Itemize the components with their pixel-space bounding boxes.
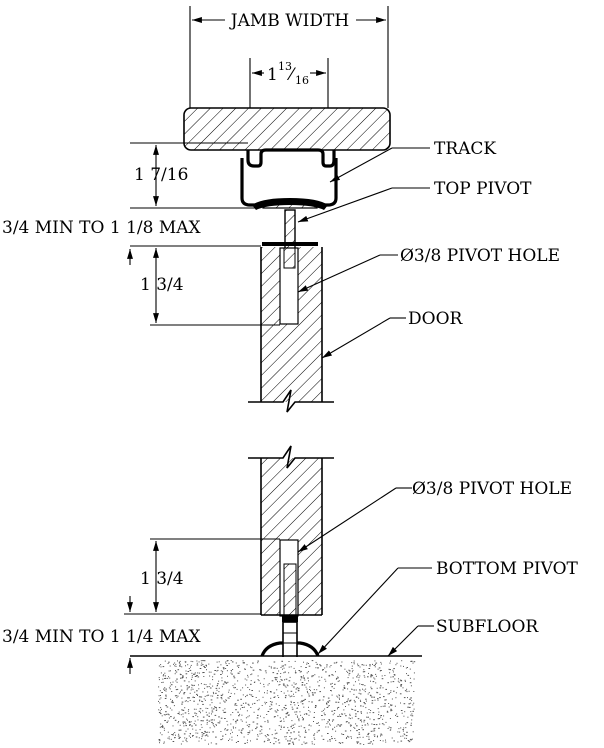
jamb-width-label: JAMB WIDTH	[229, 11, 349, 31]
track-width-frac-num: 13	[278, 60, 292, 73]
bottom-hole-depth-dimension: 1 3/4	[124, 538, 280, 615]
top-pivot-callout: TOP PIVOT	[297, 179, 532, 223]
door-top-section	[248, 247, 334, 413]
top-hole-depth-label: 1 3/4	[140, 275, 184, 295]
track-width-frac-slash: ⁄	[286, 65, 296, 85]
bottom-pivot	[260, 616, 320, 663]
track-callout: TRACK	[329, 139, 496, 183]
top-gap-dimension: 3/4 MIN TO 1 1/8 MAX	[2, 218, 261, 265]
top-pivot	[252, 198, 328, 269]
track-label: TRACK	[434, 139, 496, 159]
bottom-pivot-label: BOTTOM PIVOT	[436, 559, 579, 579]
bottom-gap-label: 3/4 MIN TO 1 1/4 MAX	[2, 627, 202, 647]
top-pivot-label: TOP PIVOT	[434, 179, 532, 199]
bottom-gap-dimension: 3/4 MIN TO 1 1/4 MAX	[2, 596, 202, 674]
door-label: DOOR	[408, 309, 464, 329]
top-hole-callout: Ø3/8 PIVOT HOLE	[297, 246, 560, 293]
bottom-hole-depth-label: 1 3/4	[140, 569, 184, 589]
subfloor-label: SUBFLOOR	[436, 617, 539, 637]
subfloor-callout: SUBFLOOR	[387, 617, 539, 657]
subfloor	[130, 655, 422, 745]
bottom-hole-callout: Ø3/8 PIVOT HOLE	[297, 479, 572, 553]
jamb	[183, 107, 391, 151]
track-width-dimension: 1 13 ⁄ 16	[249, 58, 329, 108]
top-hole-depth-dimension: 1 3/4	[140, 247, 280, 326]
bottom-pivot-callout: BOTTOM PIVOT	[317, 559, 579, 655]
jamb-width-dimension: JAMB WIDTH	[189, 6, 389, 108]
door-bottom-section	[248, 445, 334, 617]
track-height-dimension: 1 7/16	[130, 142, 256, 209]
track-width-frac-den: 16	[295, 74, 309, 87]
door-callout: DOOR	[321, 309, 464, 359]
track-height-label: 1 7/16	[134, 165, 188, 185]
track-width-whole: 1	[267, 65, 278, 85]
top-hole-label: Ø3/8 PIVOT HOLE	[400, 246, 560, 266]
track	[240, 148, 338, 207]
bottom-hole-label: Ø3/8 PIVOT HOLE	[412, 479, 572, 499]
top-gap-label: 3/4 MIN TO 1 1/8 MAX	[2, 218, 202, 238]
